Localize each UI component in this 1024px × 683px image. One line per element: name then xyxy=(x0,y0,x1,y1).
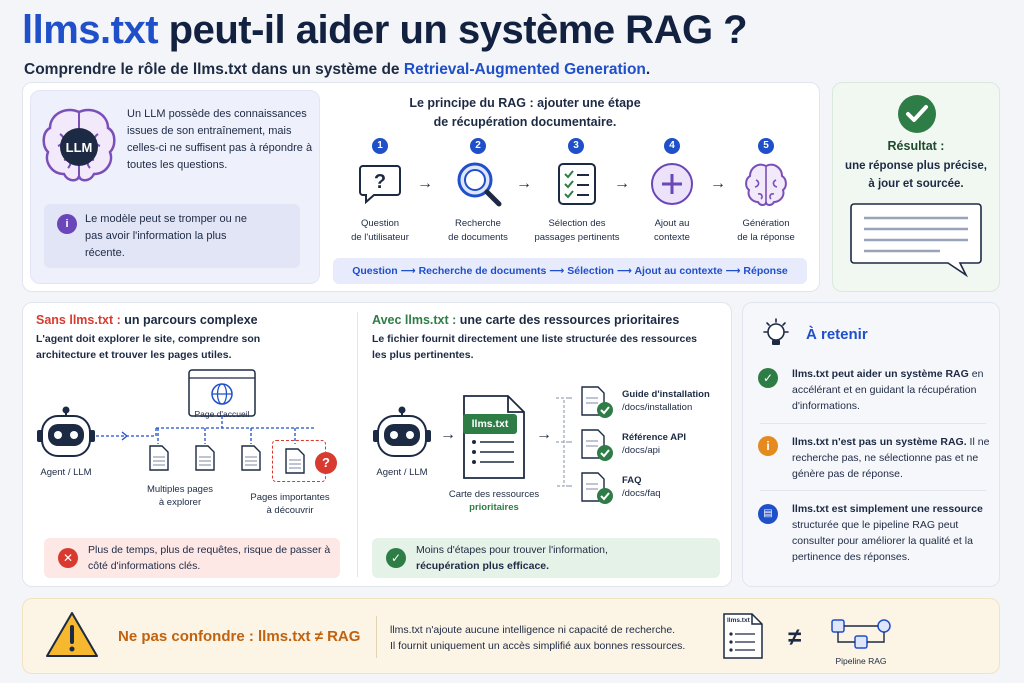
resource-item[interactable]: Guide d'installation/docs/installation xyxy=(622,389,710,413)
step-2-number: 2 xyxy=(470,138,486,154)
with-note-text: Moins d'étapes pour trouver l'informatio… xyxy=(416,544,608,572)
check-circle-icon: ✓ xyxy=(758,368,778,388)
home-page-label: Page d'accueil xyxy=(194,409,250,419)
footer-warning-panel xyxy=(22,598,1000,674)
robot-agent-icon xyxy=(373,406,431,457)
step-3-number: 3 xyxy=(568,138,584,154)
retenir-card xyxy=(742,302,1000,587)
footer-warning-title: Ne pas confondre : llms.txt ≠ RAG xyxy=(118,628,361,645)
x-circle-icon: ✕ xyxy=(58,548,78,568)
magnifier-icon xyxy=(457,162,502,207)
info-icon: i xyxy=(758,436,778,456)
llm-description: Un LLM possède des connaissances issues … xyxy=(127,108,313,171)
resource-item[interactable]: FAQ/docs/faq xyxy=(622,475,661,499)
site-tree-diagram xyxy=(96,369,316,444)
divider xyxy=(760,423,986,424)
rag-title: Le principe du RAG : ajouter une étape d… xyxy=(409,96,641,129)
page-title: llms.txt peut-il aider un système RAG ? xyxy=(22,8,748,52)
with-agent-label: Agent / LLM xyxy=(376,467,428,478)
check-circle-icon: ✓ xyxy=(386,548,406,568)
svg-text:?: ? xyxy=(374,171,386,193)
llm-badge: LLM xyxy=(66,140,93,155)
rag-flow-bar: Question ⟶ Recherche de documents ⟶ Séle… xyxy=(333,258,807,284)
pipeline-label: Pipeline RAG xyxy=(835,656,887,666)
llm-note xyxy=(44,204,300,268)
without-title: Sans llms.txt : un parcours complexe xyxy=(36,313,258,327)
resource-doc-check-icon xyxy=(581,386,613,418)
without-note-text: Plus de temps, plus de requêtes, risque … xyxy=(88,544,331,572)
llms-doc-icon xyxy=(723,613,763,659)
arrow-icon: → xyxy=(417,175,433,192)
brain-llm-icon: LLM xyxy=(42,108,116,182)
branch-connector xyxy=(556,397,572,487)
page-subtitle: Comprendre le rôle de llms.txt dans un s… xyxy=(24,61,651,78)
resource-doc-check-icon xyxy=(581,472,613,504)
footer-divider xyxy=(376,616,377,658)
step-1-number: 1 xyxy=(372,138,388,154)
divider xyxy=(760,490,986,491)
checklist-icon xyxy=(558,163,596,205)
without-note xyxy=(44,538,340,578)
page-doc-icon xyxy=(285,448,305,474)
footer-text: llms.txt n'ajoute aucune intelligence ni… xyxy=(390,624,686,652)
page-doc-icon xyxy=(149,445,169,471)
with-note xyxy=(372,538,720,578)
question-mark-icon: ? xyxy=(315,452,337,474)
arrow-icon: → xyxy=(440,426,456,443)
comparison-divider xyxy=(357,312,358,577)
speech-bubble-icon xyxy=(850,203,982,278)
result-text: une réponse plus précise, à jour et sour… xyxy=(845,160,987,190)
step-4-number: 4 xyxy=(664,138,680,154)
plus-circle-icon xyxy=(651,163,693,205)
resource-item[interactable]: Référence API/docs/api xyxy=(622,432,687,456)
brain-icon xyxy=(745,163,787,206)
question-bubble-icon: ? xyxy=(359,165,401,205)
result-title: Résultat : xyxy=(887,139,945,153)
page-doc-icon xyxy=(241,445,261,471)
lightbulb-icon xyxy=(763,318,789,345)
without-description: L'agent doit explorer le site, comprendr… xyxy=(36,333,261,361)
retenir-item-3: llms.txt est simplement une ressource st… xyxy=(792,503,983,563)
llms-file-icon xyxy=(463,395,525,479)
retenir-item-1: llms.txt peut aider un système RAG en ac… xyxy=(792,368,984,412)
info-icon: i xyxy=(57,214,77,234)
retenir-title: À retenir xyxy=(806,326,868,343)
llms-file-tag: llms.txt xyxy=(463,414,517,434)
arrow-icon: → xyxy=(710,175,726,192)
check-circle-icon xyxy=(898,95,936,133)
pipeline-icon xyxy=(831,619,891,649)
document-icon: ▤ xyxy=(758,504,778,524)
page-doc-icon xyxy=(195,445,215,471)
arrow-icon: → xyxy=(614,175,630,192)
arrow-icon: → xyxy=(536,426,552,443)
retenir-item-2: llms.txt n'est pas un système RAG. Il ne… xyxy=(792,436,990,480)
resource-doc-check-icon xyxy=(581,429,613,461)
with-title: Avec llms.txt : une carte des ressources… xyxy=(372,313,680,327)
llms-doc-tag: llms.txt xyxy=(727,617,750,624)
llm-note-text: Le modèle peut se tromper ou ne pas avoi… xyxy=(85,213,248,259)
arrow-icon: → xyxy=(516,175,532,192)
with-description: Le fichier fournit directement une liste… xyxy=(372,333,698,361)
without-agent-label: Agent / LLM xyxy=(40,467,92,478)
step-5-number: 5 xyxy=(758,138,774,154)
robot-agent-icon xyxy=(37,406,95,457)
not-equal-sign: ≠ xyxy=(788,624,802,651)
warning-icon xyxy=(46,612,98,657)
